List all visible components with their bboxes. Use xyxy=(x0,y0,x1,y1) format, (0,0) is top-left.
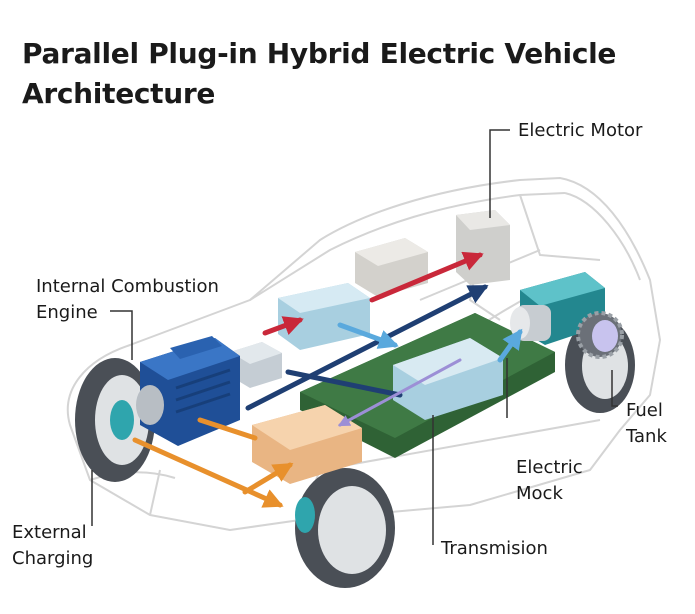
electric-mock-label-line1: Electric xyxy=(516,457,583,478)
grey-module-box xyxy=(355,238,428,297)
inverter-box xyxy=(393,338,503,420)
power-flow-arrows xyxy=(132,251,523,508)
internal-combustion-engine-block xyxy=(136,336,240,446)
electric-motor-label: Electric Motor xyxy=(518,120,643,141)
external-charging-label-line2: Charging xyxy=(12,548,94,569)
electric-motor-block xyxy=(456,210,510,285)
fuel-tank-label: Fuel Tank xyxy=(626,398,667,450)
small-grey-box xyxy=(230,342,282,388)
front-left-wheel xyxy=(75,358,155,482)
electric-mock-label: Electric Mock xyxy=(516,455,583,507)
external-charging-label-line1: External xyxy=(12,522,87,543)
front-right-wheel xyxy=(295,468,395,588)
fuel-tank-label-line1: Fuel xyxy=(626,400,663,421)
electric-mock-label-line2: Mock xyxy=(516,483,563,504)
internal-combustion-engine-label-line1: Internal Combustion xyxy=(36,276,219,297)
callout-leader-lines xyxy=(91,129,618,545)
internal-combustion-engine-label-line2: Engine xyxy=(36,302,98,323)
controller-box xyxy=(278,283,370,350)
transmission-label: Transmision xyxy=(441,538,548,559)
external-charging-label: External Charging xyxy=(12,520,93,572)
internal-combustion-engine-label: Internal Combustion Engine xyxy=(36,274,219,326)
fuel-tank-label-line2: Tank xyxy=(626,426,667,447)
fuel-tank-unit xyxy=(576,311,624,359)
diagram-title: Parallel Plug-in Hybrid Electric Vehicle… xyxy=(22,37,617,110)
